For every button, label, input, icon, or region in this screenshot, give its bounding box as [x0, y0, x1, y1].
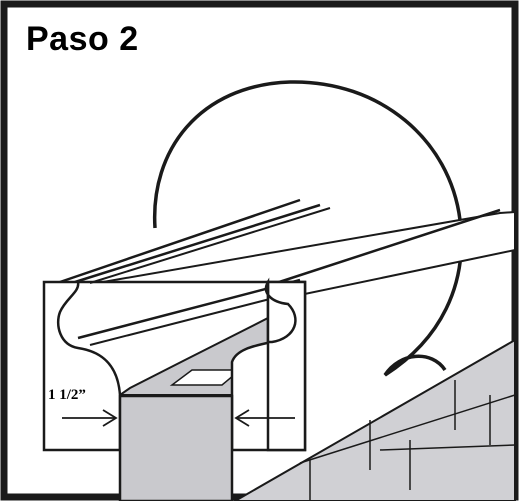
curved-guide-line — [152, 80, 464, 377]
step-title: Paso 2 — [26, 20, 139, 58]
rail-top-groove — [89, 207, 331, 284]
dimension-label: 1 1/2” — [48, 387, 86, 403]
post-block — [118, 394, 234, 501]
brick-wall — [232, 338, 516, 501]
left-arrow-icon — [62, 409, 118, 427]
rail-right-bead — [264, 277, 297, 344]
rail-top-groove — [59, 198, 301, 284]
rail-side-groove — [77, 278, 301, 340]
rail-top-groove — [74, 203, 321, 284]
rail-side-groove — [269, 208, 501, 287]
right-arrow-icon — [234, 409, 295, 427]
